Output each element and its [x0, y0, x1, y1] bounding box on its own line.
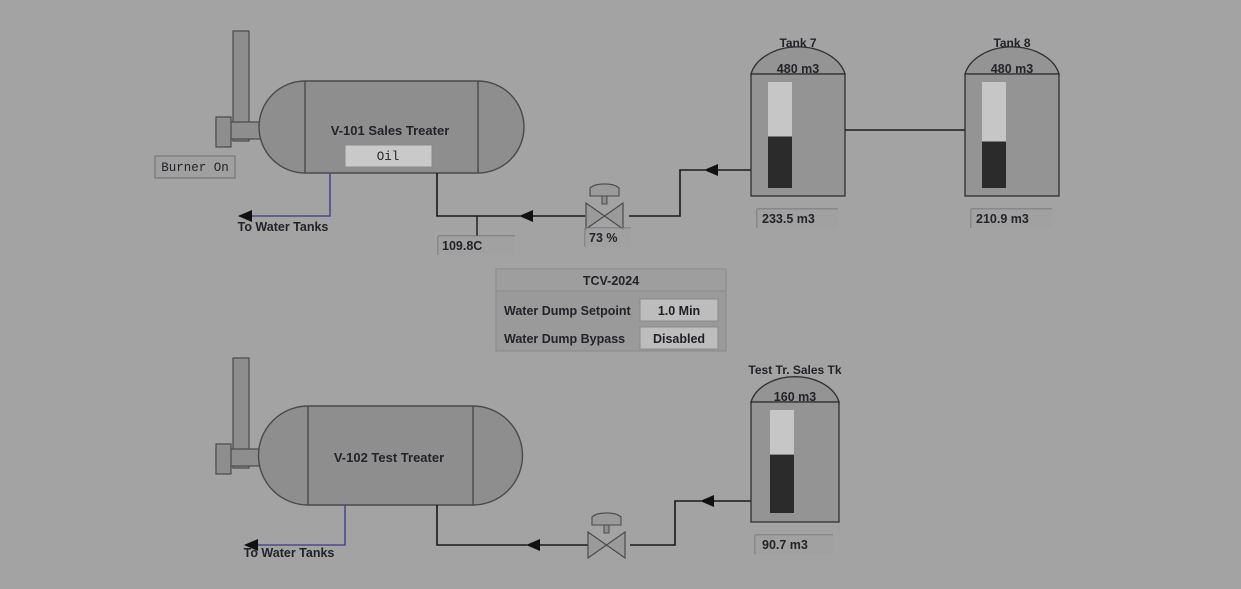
valve-position-value: 73 %: [589, 231, 618, 245]
v101-water-outlet-label: To Water Tanks: [238, 220, 329, 234]
valve-body-icon: [585, 201, 624, 231]
test-tank-readout-box: [755, 535, 833, 554]
tcv-2024-position-readout[interactable]: 73 %: [584, 227, 631, 247]
water-flow-arrow-icon: [244, 539, 258, 551]
burner-flange-icon: [215, 116, 232, 148]
v101-burner-status[interactable]: Burner On: [154, 155, 236, 179]
v102-water-outlet-line: To Water Tanks: [244, 505, 346, 560]
test-tank-shell: [750, 401, 840, 523]
test-tank-title: Test Tr. Sales Tk: [748, 363, 841, 377]
v102-label: V-102 Test Treater: [334, 450, 444, 465]
tank-8-level-readout[interactable]: 210.9 m3: [970, 208, 1052, 228]
water-flow-arrow-icon: [238, 210, 252, 222]
v101-oil-outlet-line: [436, 164, 751, 236]
test-treater-sales-tank[interactable]: Test Tr. Sales Tk 160 m3: [748, 363, 842, 523]
oil-flow-arrow-icon-1: [519, 210, 533, 222]
tank-8-level-filled: [982, 141, 1006, 188]
valve-readout-box: [585, 228, 631, 247]
tank-7-level-value: 233.5 m3: [762, 212, 815, 226]
test-tank-level-filled: [770, 454, 794, 513]
panel-row-1-label: Water Dump Bypass: [504, 332, 625, 346]
tank-8[interactable]: Tank 8 480 m3: [964, 36, 1060, 197]
tank-8-dome: [964, 46, 1060, 75]
product-field-box: [344, 144, 433, 168]
oil-pipe-segment-c: [629, 169, 705, 217]
tank-7-dome: [750, 46, 846, 75]
test-tank-capacity: 160 m3: [774, 390, 816, 404]
panel-row-1-value-box[interactable]: [639, 326, 719, 350]
v101-burner-assembly: [215, 30, 275, 148]
tank-7-readout-box: [757, 209, 838, 228]
panel-row-0-value: 1.0 Min: [658, 304, 700, 318]
water-pipe: [245, 505, 346, 546]
tank-8-title: Tank 8: [993, 36, 1030, 50]
panel-title: TCV-2024: [583, 274, 639, 288]
oil-flow-arrow-icon-2: [704, 164, 718, 176]
oil-flow-arrow-icon-1: [526, 539, 540, 551]
tank-8-level-value: 210.9 m3: [976, 212, 1029, 226]
temp-readout-value: 109.8C: [442, 239, 482, 253]
tank-8-readout-box: [971, 209, 1052, 228]
test-treater-valve[interactable]: [587, 512, 626, 560]
v102-water-outlet-label: To Water Tanks: [244, 546, 335, 560]
tank-8-capacity: 480 m3: [991, 62, 1033, 76]
panel-row-0-value-box[interactable]: [639, 298, 719, 322]
panel-header: [495, 268, 727, 292]
oil-pipe-segment-a: [436, 505, 527, 546]
burner-status-box: [154, 155, 236, 179]
burner-stack-icon: [232, 30, 250, 142]
tank-7[interactable]: Tank 7 480 m3: [750, 36, 846, 197]
valve-actuator-icon: [589, 183, 620, 197]
v101-temperature-readout[interactable]: 109.8C: [437, 235, 515, 255]
tcv-2024-control-panel[interactable]: TCV-2024 Water Dump Setpoint 1.0 Min Wat…: [495, 268, 727, 352]
panel-row-0-label: Water Dump Setpoint: [504, 304, 631, 318]
v101-vessel[interactable]: V-101 Sales Treater: [258, 80, 525, 174]
product-field-value: Oil: [377, 150, 400, 164]
v101-product-field[interactable]: Oil: [344, 144, 433, 168]
tcv-2024-valve[interactable]: [585, 183, 624, 231]
oil-flow-arrow-icon-2: [700, 495, 714, 507]
v102-oil-outlet-line: [436, 495, 751, 551]
burner-flange-icon: [215, 443, 232, 475]
tank-7-capacity: 480 m3: [777, 62, 819, 76]
valve-body-icon: [587, 530, 626, 560]
water-pipe: [239, 173, 331, 217]
tank-7-shell: [750, 73, 846, 197]
v102-vessel[interactable]: V-102 Test Treater: [257, 405, 524, 506]
oil-pipe-segment-c: [630, 500, 701, 546]
panel-row-1-value: Disabled: [653, 332, 705, 346]
burner-stack-icon: [232, 357, 250, 469]
v101-water-outlet-line: To Water Tanks: [238, 173, 331, 234]
tank-7-level-filled: [768, 136, 792, 188]
test-tank-level-readout[interactable]: 90.7 m3: [754, 534, 833, 554]
burner-status-value: Burner On: [161, 161, 229, 175]
oil-pipe-segment-a: [436, 173, 520, 217]
test-tank-level-value: 90.7 m3: [762, 538, 808, 552]
valve-actuator-icon: [591, 512, 622, 526]
tank-7-title: Tank 7: [779, 36, 816, 50]
tank-7-level-readout[interactable]: 233.5 m3: [756, 208, 838, 228]
temp-readout-box: [438, 236, 515, 255]
tank-8-shell: [964, 73, 1060, 197]
test-tank-dome: [750, 376, 840, 403]
v101-label: V-101 Sales Treater: [331, 123, 450, 138]
